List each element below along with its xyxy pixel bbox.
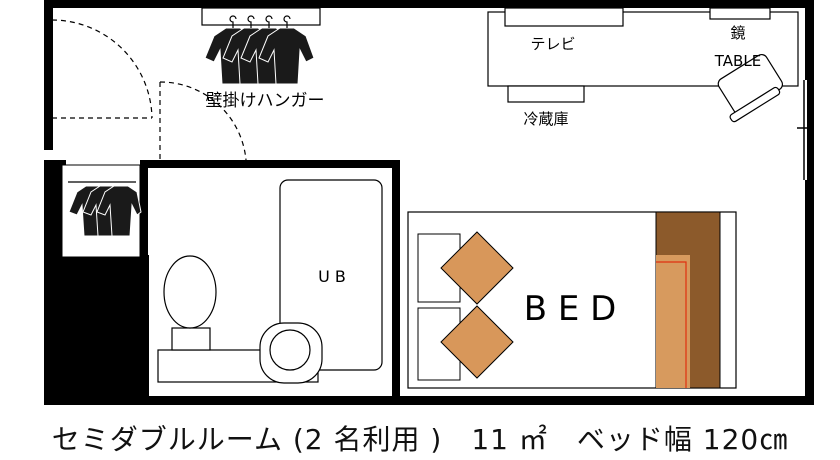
hook-icon: [247, 15, 255, 28]
tv-label: テレビ: [530, 35, 575, 53]
sink-basin: [269, 329, 311, 371]
closet-clothes: [68, 185, 142, 237]
cushion-top: [440, 231, 514, 305]
floor-plan: 壁掛けハンガー テレビ 鏡 TABLE 冷蔵庫 U B B E D: [44, 0, 814, 405]
mirror: [709, 7, 771, 20]
entrance-door: [51, 19, 153, 119]
bottom-wall: [44, 396, 814, 405]
right-wall: [805, 0, 814, 405]
bed-runner-trim: [656, 261, 687, 388]
desk-chair: [717, 53, 784, 123]
top-wall: [44, 0, 814, 8]
entrance-door-arc: [51, 19, 153, 119]
closet-base-wall: [44, 255, 149, 405]
left-wall-upper: [44, 0, 53, 150]
room-caption: セミダブルルーム (2 名利用 ) 11 ㎡ ベッド幅 120㎝: [51, 423, 789, 456]
unit-bath-label: U B: [318, 267, 346, 286]
toilet-bowl: [163, 255, 217, 329]
bath-right-wall: [392, 160, 400, 405]
hook-icon: [265, 15, 273, 28]
mirror-label: 鏡: [730, 24, 745, 42]
bath-left-wall: [140, 160, 148, 405]
hanger-rail: [201, 7, 321, 26]
shirt-icon: [258, 27, 315, 85]
hanger-label: 壁掛けハンガー: [206, 91, 325, 111]
hanger-hooks: [229, 15, 291, 28]
bath-door: [159, 81, 247, 161]
fridge-label: 冷蔵庫: [523, 110, 568, 128]
bed-label: B E D: [524, 289, 617, 329]
chair-back: [729, 86, 781, 123]
hanger-clothes: [204, 27, 315, 85]
bath-door-arc: [159, 81, 247, 161]
tv-unit: [504, 7, 624, 27]
shirt-icon: [96, 185, 142, 237]
table-label: TABLE: [714, 52, 761, 70]
bath-top-wall: [140, 160, 398, 168]
hook-icon: [283, 15, 291, 28]
fridge: [507, 85, 585, 103]
cushion-bottom: [440, 305, 514, 379]
outer-walls: [44, 0, 814, 405]
bathtub: [279, 179, 383, 371]
hook-icon: [229, 15, 237, 28]
bed-runner-light: [656, 255, 690, 388]
toilet-tank: [171, 327, 211, 351]
